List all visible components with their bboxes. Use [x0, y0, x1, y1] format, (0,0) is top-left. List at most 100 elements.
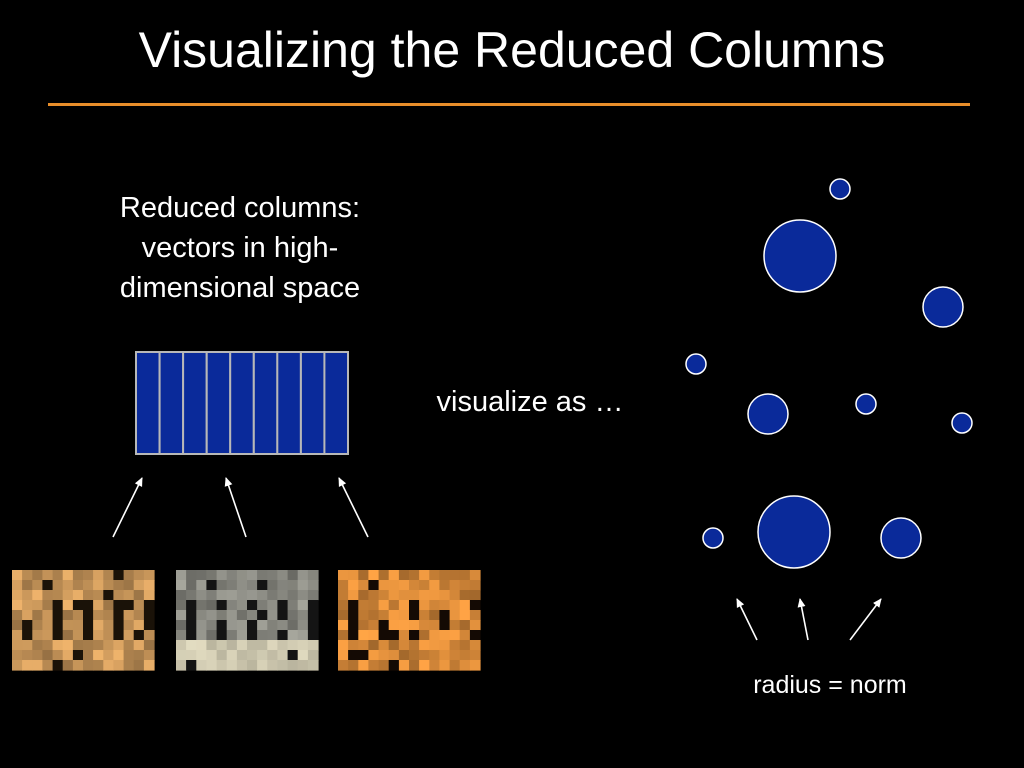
- patch-pixel: [103, 570, 114, 581]
- vector-circle-medium: [922, 286, 964, 328]
- patch-pixel: [388, 630, 400, 641]
- patch-pixel: [267, 610, 278, 621]
- patch-pixel: [277, 580, 289, 591]
- matrix-column: [205, 351, 232, 455]
- patch-pixel: [267, 620, 278, 631]
- patch-pixel: [133, 610, 145, 621]
- patch-pixel: [72, 640, 84, 651]
- patch-pixel: [93, 630, 104, 641]
- patch-pixel: [429, 570, 440, 581]
- patch-pixel: [12, 590, 23, 601]
- patch-pixel: [123, 570, 135, 581]
- patch-pixel: [297, 660, 309, 671]
- patch-pixel: [226, 600, 238, 611]
- patch-pixel: [176, 630, 187, 641]
- patch-pixel: [133, 600, 145, 611]
- patch-pixel: [123, 590, 135, 601]
- patch-pixel: [297, 650, 309, 661]
- patch-pixel: [297, 600, 309, 611]
- patch-pixel: [338, 640, 349, 651]
- patch-pixel: [348, 580, 359, 591]
- patch-pixel: [32, 590, 43, 601]
- patch-pixel: [83, 580, 94, 591]
- patch-pixel: [449, 610, 461, 621]
- patch-pixel: [113, 660, 125, 671]
- patch-pixel: [12, 650, 23, 661]
- patch-pixel: [143, 630, 155, 641]
- patch-pixel: [22, 650, 33, 661]
- patch-pixel: [32, 570, 43, 581]
- patch-pixel: [12, 610, 23, 621]
- patch-pixel: [459, 620, 471, 631]
- patch-pixel: [113, 590, 125, 601]
- patch-pixel: [196, 640, 207, 651]
- vector-circle-medium: [747, 393, 789, 435]
- patch-pixel: [257, 570, 268, 581]
- matrix-column: [182, 351, 208, 455]
- patch-pixel: [143, 610, 155, 621]
- patch-pixel: [103, 630, 114, 641]
- patch-pixel: [52, 660, 64, 671]
- patch-pixel: [113, 650, 125, 661]
- patch-pixel: [113, 580, 125, 591]
- patch-pixel: [287, 580, 299, 591]
- patch-pixel: [22, 620, 33, 631]
- patch-pixel: [449, 660, 461, 671]
- patch-pixel: [216, 580, 228, 591]
- patch-pixel: [469, 660, 481, 671]
- patch-pixel: [267, 640, 278, 651]
- patch-pixel: [176, 650, 187, 661]
- patch-pixel: [409, 610, 420, 621]
- patch-pixel: [186, 630, 197, 641]
- patch-pixel: [206, 610, 218, 621]
- patch-pixel: [123, 660, 135, 671]
- patch-pixel: [93, 620, 104, 631]
- patch-pixel: [469, 610, 481, 621]
- patch-pixel: [297, 630, 309, 641]
- patch-pixel: [287, 630, 299, 641]
- patch-pixel: [469, 640, 481, 651]
- patch-pixel: [206, 590, 218, 601]
- patch-pixel: [186, 590, 197, 601]
- patch-pixel: [449, 600, 461, 611]
- patch-pixel: [307, 570, 319, 581]
- patch-pixel: [257, 650, 268, 661]
- patch-pixel: [449, 590, 461, 601]
- patch-pixel: [348, 650, 359, 661]
- patch-pixel: [176, 610, 187, 621]
- patch-pixel: [459, 610, 471, 621]
- patch-pixel: [133, 650, 145, 661]
- patch-pixel: [123, 620, 135, 631]
- patch-pixel: [439, 640, 451, 651]
- patch-pixel: [469, 650, 481, 661]
- patch-pixel: [113, 610, 125, 621]
- patch-pixel: [338, 650, 349, 661]
- patch-pixel: [186, 610, 197, 621]
- patch-pixel: [62, 600, 74, 611]
- patch-pixel: [439, 580, 451, 591]
- patch-pixel: [378, 620, 390, 631]
- patch-pixel: [42, 630, 54, 641]
- patch-pixel: [409, 650, 420, 661]
- patch-pixel: [32, 600, 43, 611]
- patch-pixel: [196, 570, 207, 581]
- patch-pixel: [216, 620, 228, 631]
- patch-pixel: [247, 600, 258, 611]
- patch-pixel: [206, 660, 218, 671]
- patch-pixel: [186, 620, 197, 631]
- patch-pixel: [93, 660, 104, 671]
- patch-pixel: [236, 650, 248, 661]
- patch-pixel: [42, 570, 54, 581]
- vector-circle-large: [763, 219, 837, 293]
- patch-pixel: [236, 640, 248, 651]
- patch-pixel: [439, 590, 451, 601]
- radius-arrows: [736, 598, 882, 641]
- patch-pixel: [247, 630, 258, 641]
- patch-pixel: [338, 660, 349, 671]
- patch-pixel: [123, 610, 135, 621]
- patch-pixel: [206, 640, 218, 651]
- patch-pixel: [338, 610, 349, 621]
- patch-pixel: [378, 610, 390, 621]
- patch-pixel: [236, 600, 248, 611]
